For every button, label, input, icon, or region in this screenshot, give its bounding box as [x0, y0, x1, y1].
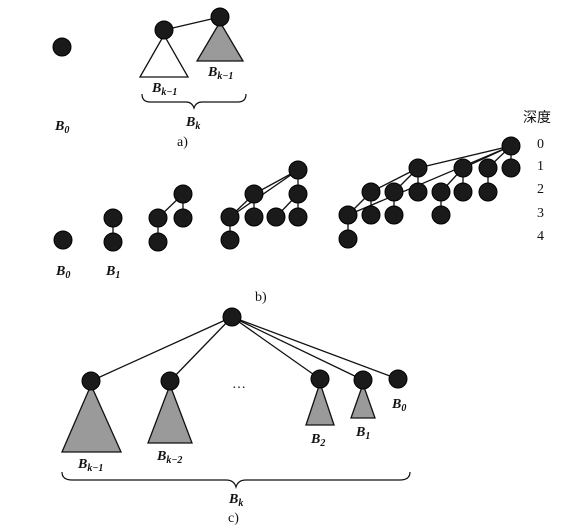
label-bk-1: Bk−1 [77, 457, 103, 474]
b0-child-node [388, 369, 408, 389]
bk-brace [61, 471, 411, 490]
b4-node [501, 136, 521, 156]
label-b2: B2 [310, 432, 325, 449]
b2-tree [148, 184, 193, 252]
left-subtree-triangle [138, 33, 190, 78]
label-b0: B0 [391, 397, 406, 414]
subtree-bk-2-triangle [147, 383, 193, 444]
b4-node [501, 158, 521, 178]
depth-3: 3 [537, 206, 544, 221]
b4-edge [347, 145, 512, 216]
depth-0: 0 [537, 137, 544, 152]
b4-node [431, 205, 451, 225]
panel-b: 深度 0 1 2 3 4 [53, 110, 551, 305]
b1-node [103, 232, 123, 252]
b0-tree-node [53, 230, 73, 250]
depth-1: 1 [537, 159, 544, 174]
b4-node [361, 205, 381, 225]
subtree-b2-triangle [305, 380, 335, 426]
b4-node [338, 229, 358, 249]
b4-node [453, 182, 473, 202]
b4-node [453, 158, 473, 178]
link-edge [163, 16, 221, 31]
b0-node [52, 37, 72, 57]
right-subtree-triangle [195, 20, 245, 62]
panel-c: … B0 B1 B2 Bk−2 Bk−1 Bk c) [61, 307, 411, 526]
child-root-node [81, 371, 101, 391]
b1-tree-label: B1 [105, 264, 120, 281]
bk-root-node [222, 307, 242, 327]
b4-node [478, 182, 498, 202]
label-b1: B1 [355, 425, 370, 442]
root-edge [231, 316, 364, 381]
b3-node [220, 230, 240, 250]
bk-label: Bk [185, 115, 200, 132]
bk-brace [141, 93, 247, 110]
b2-node [148, 232, 168, 252]
child-root-node [310, 369, 330, 389]
b4-tree [338, 136, 521, 249]
caption-a: a) [177, 135, 188, 150]
bk-label: Bk [228, 492, 243, 509]
b0-label: B0 [54, 119, 69, 136]
b3-node [266, 207, 286, 227]
b3-node [244, 184, 264, 204]
depth-2: 2 [537, 182, 544, 197]
subtree-b1-triangle [350, 382, 376, 419]
caption-c: c) [228, 511, 239, 526]
ellipsis: … [232, 377, 246, 392]
root-edge [231, 316, 399, 380]
b4-node [408, 158, 428, 178]
right-subtree-label: Bk−1 [207, 65, 233, 82]
root-edge [169, 316, 233, 382]
b3-node [288, 184, 308, 204]
b4-node [338, 205, 358, 225]
depth-header: 深度 [523, 110, 551, 126]
b3-node [288, 160, 308, 180]
panel-a: Bk−1 Bk−1 B0 Bk a) [52, 7, 247, 150]
b4-node [384, 182, 404, 202]
caption-b: b) [255, 290, 267, 305]
b3-node [220, 207, 240, 227]
b0-tree-label: B0 [55, 264, 70, 281]
child-root-node [160, 371, 180, 391]
b3-node [244, 207, 264, 227]
b4-node [431, 182, 451, 202]
b4-node [408, 182, 428, 202]
b3-tree [220, 160, 308, 250]
b3-edge [229, 169, 299, 218]
subtree-bk-1-triangle [61, 383, 123, 453]
depth-4: 4 [537, 229, 544, 244]
left-subtree-label: Bk−1 [151, 81, 177, 98]
b4-node [384, 205, 404, 225]
top-root-node [210, 7, 230, 27]
label-bk-2: Bk−2 [156, 449, 182, 466]
b4-node [361, 182, 381, 202]
b1-node [103, 208, 123, 228]
b3-node [288, 207, 308, 227]
b2-node [173, 184, 193, 204]
b4-node [478, 158, 498, 178]
left-root-node [154, 20, 174, 40]
root-edge [90, 316, 233, 382]
root-edge [231, 316, 321, 380]
b2-node [173, 208, 193, 228]
b2-node [148, 208, 168, 228]
child-root-node [353, 370, 373, 390]
b1-tree [103, 208, 123, 252]
b4-edge [417, 145, 512, 169]
